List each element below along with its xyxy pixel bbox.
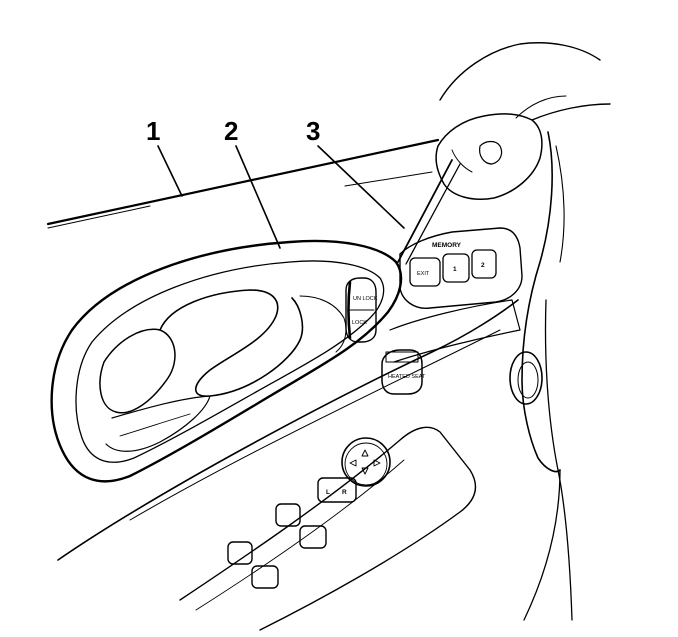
lock-switch-shadow [347,280,352,340]
window-switch-2 [299,525,327,549]
mirror-arrow-left [349,459,357,467]
button2-label: 2 [481,262,485,269]
door-top-edge-inner [47,205,151,229]
lock-label: LOCK [352,320,367,326]
door-top-edge [46,138,440,226]
leader-3 [317,145,405,229]
memory-button-1 [442,253,470,283]
finger-crease [451,149,473,173]
memory-heading: MEMORY [432,242,462,249]
door-handle-pull [159,289,304,397]
memory-button-2 [471,249,497,279]
door-panel-outline [57,299,519,561]
heated-seat-switch [381,349,423,395]
window-switch-1 [275,503,301,527]
ledge-inner-line [344,171,433,187]
trim-tool-shaft [397,159,453,263]
window-switch-4 [251,565,279,589]
mirror-joystick-ring [344,442,388,486]
pillar-inner [555,145,565,263]
handle-bezel-inner [75,260,385,463]
door-lock-knob [509,351,543,405]
leader-1 [157,145,183,197]
door-lock-knob-inner [517,361,539,399]
callout-2: 2 [224,116,239,146]
unlock-label: UN LOCK [353,296,378,302]
callout-3: 3 [306,116,321,146]
switch-panel-inner [195,459,405,611]
pillar-edge-2 [523,469,561,621]
callout-1: 1 [146,116,161,146]
handle-bezel-outer [50,239,403,483]
trim-tool-shaft-2 [405,163,461,265]
fingernail [479,140,503,165]
knuckle [515,95,567,119]
mirror-arrow-up [361,449,369,457]
armrest-bevel [389,299,521,363]
leader-2 [235,145,281,249]
exit-button [409,257,441,287]
exit-label: EXIT [417,271,430,277]
mirror-right-label: R [342,489,347,496]
hand-back [439,42,611,121]
handle-cavity-shade [119,413,191,437]
bezel-crease [299,295,347,353]
pillar-outer [521,131,561,473]
window-switch-3 [227,541,253,565]
mirror-left-label: L [326,489,330,496]
mirror-arrow-right [373,459,381,467]
lock-switch-body [345,277,377,343]
button1-label: 1 [453,266,457,273]
heated-seat-label: HEATED SEAT [388,374,426,380]
switch-panel [179,426,477,631]
heated-seat-cap [385,351,419,363]
pillar-edge [544,299,573,621]
memory-housing [399,227,523,309]
mirror-selector [317,477,357,503]
finger-outline [435,113,543,200]
lower-panel-crease [129,329,501,521]
handle-cavity [105,395,211,452]
handle-recess [99,328,176,414]
mirror-joystick [341,437,391,487]
